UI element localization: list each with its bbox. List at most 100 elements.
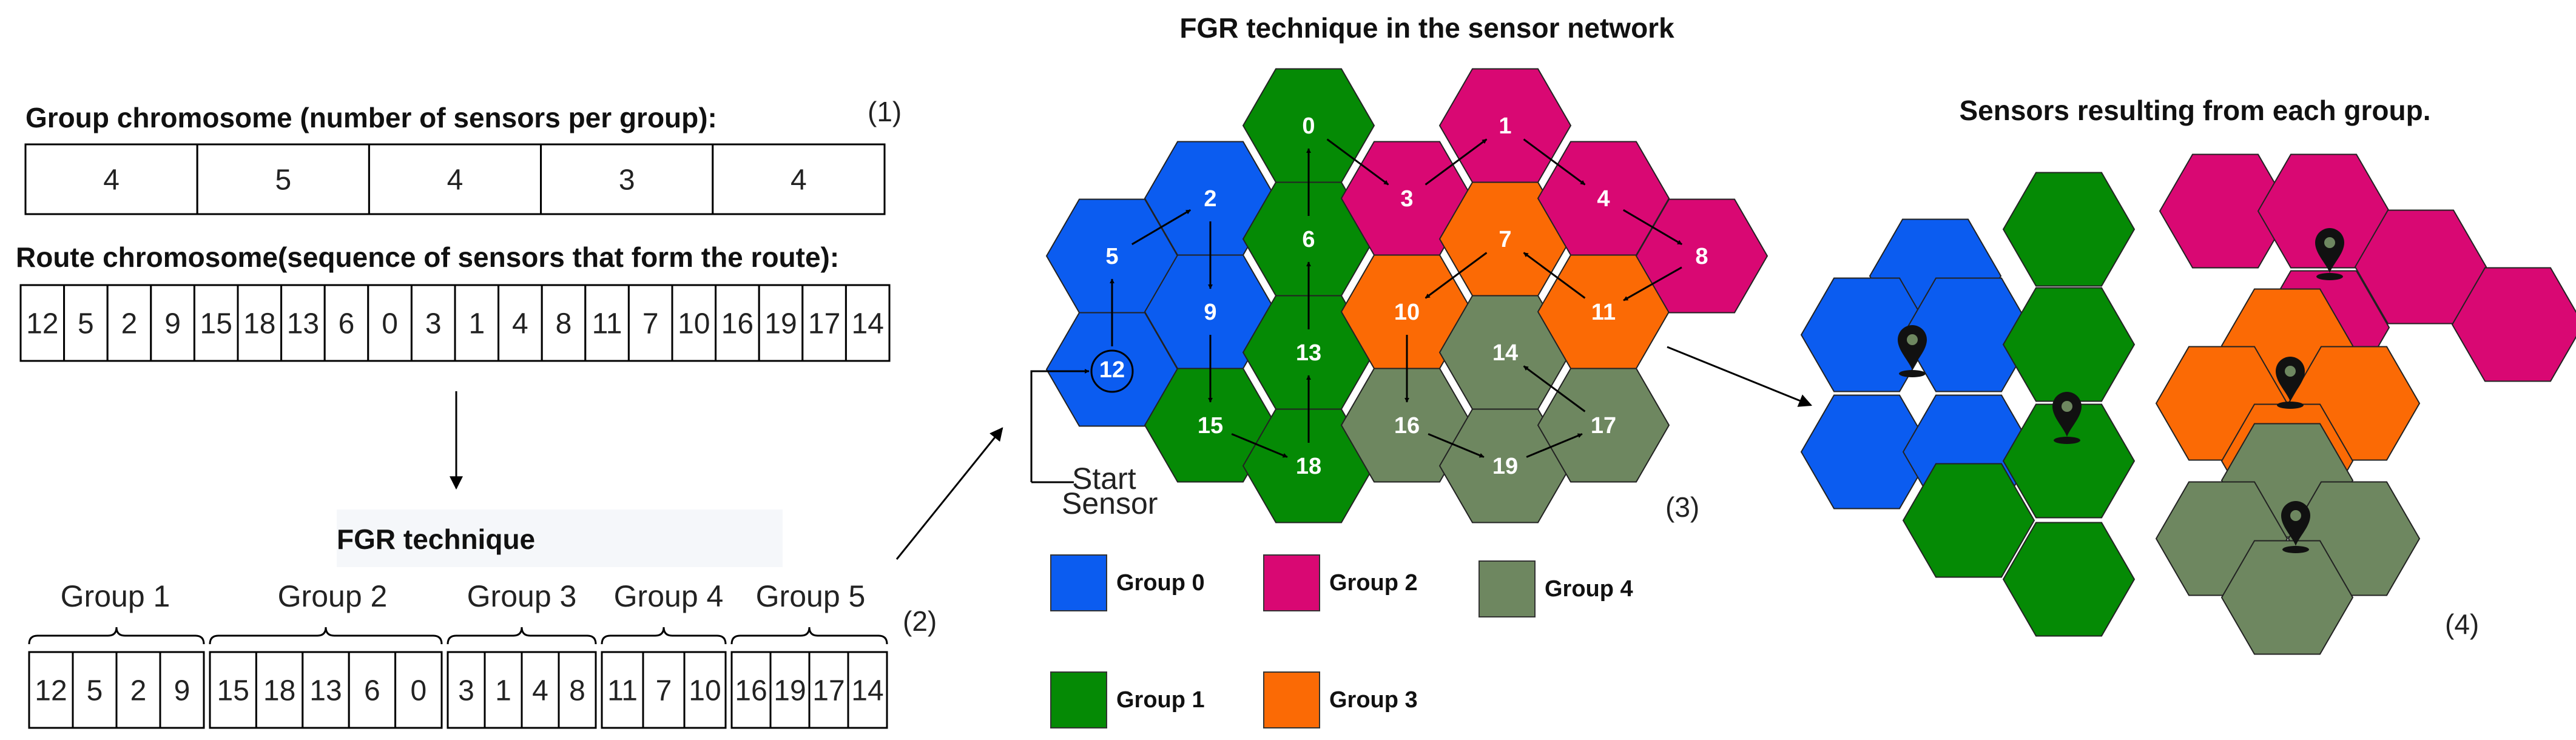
group-label: Group 3 <box>467 579 577 613</box>
group-cell <box>521 651 560 729</box>
group-cell <box>394 651 443 729</box>
route-chromosome-value: 13 <box>287 308 319 340</box>
sensor-label: 4 <box>1597 186 1610 212</box>
group-chromosome-value: 4 <box>791 164 807 197</box>
route-chromosome-value: 16 <box>721 308 754 340</box>
legend-label: Group 2 <box>1329 570 1418 596</box>
route-chromosome-cell <box>106 284 152 362</box>
location-pin-icon <box>2315 228 2344 280</box>
result-hex-green <box>2002 403 2136 519</box>
panel-1-index: (1) <box>868 96 902 127</box>
route-chromosome-cell <box>627 284 673 362</box>
group-chromosome-cell <box>368 143 542 215</box>
group-cell <box>159 651 205 729</box>
group-brace <box>730 627 888 645</box>
sensor-label: 17 <box>1591 413 1616 439</box>
panel-4-index: (4) <box>2445 608 2479 640</box>
route-chromosome-value: 2 <box>121 308 138 340</box>
sensor-label: 10 <box>1394 300 1420 325</box>
sensor-label: 12 <box>1099 357 1125 383</box>
sink-pins <box>1898 228 2344 553</box>
sensor-label: 9 <box>1204 300 1216 325</box>
route-arrow <box>1523 138 1586 186</box>
group-chromosome-value: 4 <box>103 164 120 197</box>
route-arrow <box>1231 433 1288 458</box>
route-chromosome-cell <box>19 284 66 362</box>
sensor-label: 1 <box>1499 113 1511 139</box>
to-result-arrow <box>1667 346 1813 407</box>
group-cell-value: 2 <box>130 675 147 707</box>
group-cell-value: 4 <box>532 675 548 707</box>
route-chromosome-value: 11 <box>592 308 622 340</box>
route-chromosome-value: 17 <box>808 308 840 340</box>
route-chromosome-value: 18 <box>243 308 275 340</box>
group-cell <box>730 651 772 729</box>
result-hex-magenta <box>2451 267 2576 382</box>
legend-swatch <box>1263 554 1320 611</box>
route-chromosome-value: 8 <box>556 308 572 340</box>
result-hex-green <box>1902 463 2035 578</box>
result-hex-green <box>2002 172 2136 287</box>
location-pin-icon <box>2281 501 2310 553</box>
route-chromosome-cell <box>715 284 760 362</box>
route-arrow <box>1526 433 1583 458</box>
route-chromosome-cell <box>497 284 543 362</box>
group-cell-value: 5 <box>87 675 103 707</box>
to-network-arrow <box>895 427 1003 560</box>
start-sensor-pointer <box>1030 369 1090 482</box>
group-cell-value: 12 <box>35 675 67 707</box>
route-chromosome-cell <box>280 284 326 362</box>
group-cell <box>769 651 811 729</box>
result-hex-magenta <box>2354 209 2487 325</box>
group-cell-value: 10 <box>689 675 721 707</box>
network-title: FGR technique in the sensor network <box>1179 12 1674 44</box>
panel-4: Sensors resulting from each group. (4) <box>1800 95 2576 655</box>
group-cell-value: 7 <box>656 675 672 707</box>
sensor-label: 0 <box>1302 113 1315 139</box>
group-chromosome-value: 4 <box>447 164 464 197</box>
route-chromosome-cell <box>323 284 369 362</box>
route-chromosome-value: 12 <box>26 308 58 340</box>
group-cell-value: 17 <box>812 675 845 707</box>
sensor-label: 3 <box>1400 186 1413 212</box>
route-arrow <box>1523 365 1586 412</box>
route-chromosome-cell <box>63 284 109 362</box>
group-cell <box>447 651 486 729</box>
legend-label: Group 0 <box>1116 570 1205 596</box>
route-arrow <box>1326 138 1389 186</box>
legend-swatch <box>1050 554 1107 611</box>
sensor-hex-8 <box>1635 198 1768 314</box>
panel-2-index: (2) <box>903 605 937 637</box>
group-label: Group 1 <box>61 579 170 613</box>
group-cell <box>209 651 257 729</box>
route-arrow <box>1428 433 1485 458</box>
sensor-label: 13 <box>1296 340 1321 366</box>
group-cell-value: 15 <box>217 675 249 707</box>
route-chromosome-value: 5 <box>78 308 94 340</box>
fgr-technique-title: FGR technique <box>337 523 535 555</box>
result-title: Sensors resulting from each group. <box>1959 95 2430 126</box>
group-cell <box>601 651 644 729</box>
group-cell-value: 1 <box>495 675 511 707</box>
sensor-label: 16 <box>1394 413 1420 439</box>
group-cell <box>847 651 888 729</box>
panel-1: Group chromosome (number of sensors per … <box>16 96 902 490</box>
panel-3: FGR technique in the sensor network 5122… <box>1030 12 1813 728</box>
route-chromosome-value: 10 <box>678 308 710 340</box>
route-arrow <box>1425 252 1488 299</box>
group-chromosome-cell <box>24 143 198 215</box>
sensor-label: 11 <box>1591 300 1616 325</box>
group-cell-value: 9 <box>174 675 191 707</box>
route-arrow <box>1623 266 1682 301</box>
group-cell-value: 8 <box>569 675 585 707</box>
legend-swatch <box>1050 671 1107 728</box>
sensor-label: 18 <box>1296 454 1321 479</box>
legend-label: Group 1 <box>1116 687 1205 713</box>
result-hex-gray <box>2220 540 2354 655</box>
sensor-label: 2 <box>1204 186 1216 212</box>
